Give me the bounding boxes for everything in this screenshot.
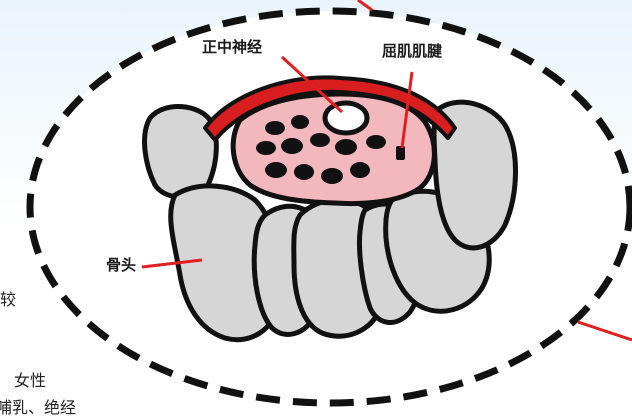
- label-bone: 骨头: [106, 258, 136, 273]
- tendon: [366, 135, 386, 149]
- bone-left-top: [145, 106, 217, 196]
- tendon: [396, 146, 405, 160]
- tendon: [350, 162, 370, 178]
- cropped-text-bottom-2: 哺乳、绝经: [0, 400, 76, 416]
- tendon: [310, 133, 330, 147]
- label-flexor-tendons: 屈肌肌腱: [382, 44, 442, 59]
- tendon: [265, 162, 287, 178]
- pointer-line-top: [358, 0, 372, 10]
- tendon: [335, 139, 357, 155]
- cropped-text-bottom-1: 女性: [14, 373, 46, 389]
- median-nerve: [325, 103, 367, 133]
- tendon: [291, 115, 309, 129]
- tendon: [281, 138, 303, 154]
- tendon: [321, 168, 343, 184]
- tendon: [294, 164, 314, 180]
- label-median-nerve: 正中神经: [202, 40, 262, 55]
- pointer-line-bottom-right: [578, 322, 632, 340]
- tendon: [265, 121, 285, 135]
- tendon: [256, 141, 276, 155]
- cropped-text-left: 较: [0, 292, 16, 308]
